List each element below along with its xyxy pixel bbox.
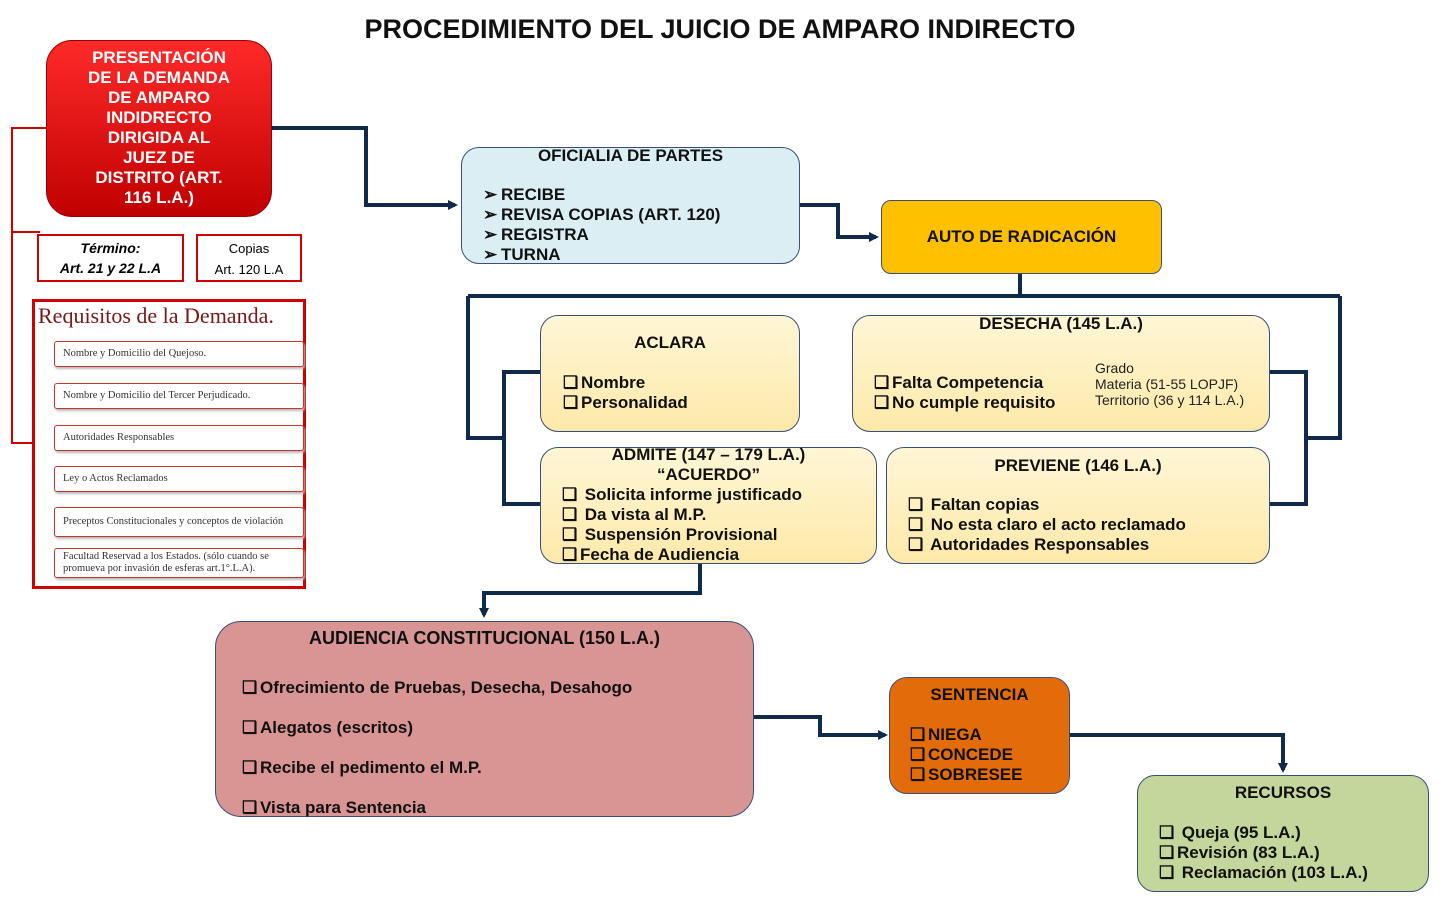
requisito-item: Nombre y Domicilio del Quejoso. <box>54 341 304 367</box>
sentencia-header: SENTENCIA <box>930 685 1029 704</box>
aclara-box <box>540 315 800 432</box>
arrow-audiencia-sentencia <box>754 715 888 740</box>
copias-label: Copias <box>228 241 270 256</box>
desecha-header: DESECHA (145 L.A.) <box>979 314 1143 333</box>
copias-box: Copias Art. 120 L.A <box>196 234 302 282</box>
presentacion-text: PRESENTACIÓN DE LA DEMANDA DE AMPARO IND… <box>88 48 230 207</box>
sentencia-box <box>889 677 1070 794</box>
recursos-box <box>1137 775 1429 892</box>
copias-value: Art. 120 L.A <box>214 262 284 277</box>
requisitos-title: Requisitos de la Demanda. <box>38 303 274 328</box>
recursos-header: RECURSOS <box>1234 783 1332 802</box>
arrow-sentencia-recursos <box>1070 733 1288 773</box>
recursos-list: ❑ Queja (95 L.A.) ❑Revisión (83 L.A.) ❑ … <box>1159 823 1368 882</box>
requisito-item: Facultad Reservad a los Estados. (sólo c… <box>54 548 304 578</box>
sentencia-list: ❑NIEGA ❑CONCEDE ❑SOBRESEE <box>910 725 1023 784</box>
bracket-right <box>1270 370 1308 506</box>
requisito-item: Autoridades Responsables <box>54 425 304 451</box>
previene-list: ❑ Faltan copias ❑ No esta claro el acto … <box>908 495 1186 554</box>
admite-header: ADMITE (147 – 179 L.A.) <box>611 445 806 464</box>
admite-box <box>540 447 877 564</box>
auto-radicacion-box <box>881 200 1162 274</box>
audiencia-list: ❑Ofrecimiento de Pruebas, Desecha, Desah… <box>242 678 633 817</box>
admite-subheader: “ACUERDO” <box>657 465 760 484</box>
branch-auto <box>466 274 1342 440</box>
presentacion-box <box>46 40 272 217</box>
auto-radicacion-header: AUTO DE RADICACIÓN <box>926 227 1117 246</box>
aclara-list: ❑Nombre ❑Personalidad <box>563 373 688 412</box>
aclara-header: ACLARA <box>634 333 706 352</box>
requisito-item: Preceptos Constitucionales y conceptos d… <box>54 507 304 537</box>
desecha-box <box>852 315 1270 432</box>
audiencia-header: AUDIENCIA CONSTITUCIONAL (150 L.A.) <box>308 628 661 648</box>
audiencia-box <box>215 621 754 817</box>
bracket-left <box>502 370 540 506</box>
requisito-item: Nombre y Domicilio del Tercer Perjudicad… <box>54 383 304 409</box>
desecha-sublist: Grado Materia (51-55 LOPJF) Territorio (… <box>1095 360 1245 408</box>
termino-box: Término: Art. 21 y 22 L.A <box>37 234 184 282</box>
arrow-oficialia-auto <box>800 203 879 242</box>
admite-list: ❑ Solicita informe justificado ❑ Da vist… <box>562 485 802 564</box>
requisito-item: Ley o Actos Reclamados <box>54 466 304 492</box>
oficialia-list: ➢RECIBE ➢REVISA COPIAS (ART. 120) ➢REGIS… <box>483 185 721 264</box>
oficialia-box <box>461 147 800 264</box>
desecha-list: ❑Falta Competencia ❑No cumple requisito <box>874 373 1056 412</box>
termino-value: Art. 21 y 22 L.A <box>59 260 162 276</box>
termino-label: Término: <box>80 240 141 256</box>
previene-box <box>886 447 1270 564</box>
oficialia-header: OFICIALIA DE PARTES <box>537 146 724 165</box>
arrow-presentacion-oficialia <box>272 126 458 210</box>
page-title: PROCEDIMIENTO DEL JUICIO DE AMPARO INDIR… <box>364 14 1076 44</box>
arrow-admite-audiencia <box>479 564 702 618</box>
previene-header: PREVIENE (146 L.A.) <box>994 456 1162 475</box>
